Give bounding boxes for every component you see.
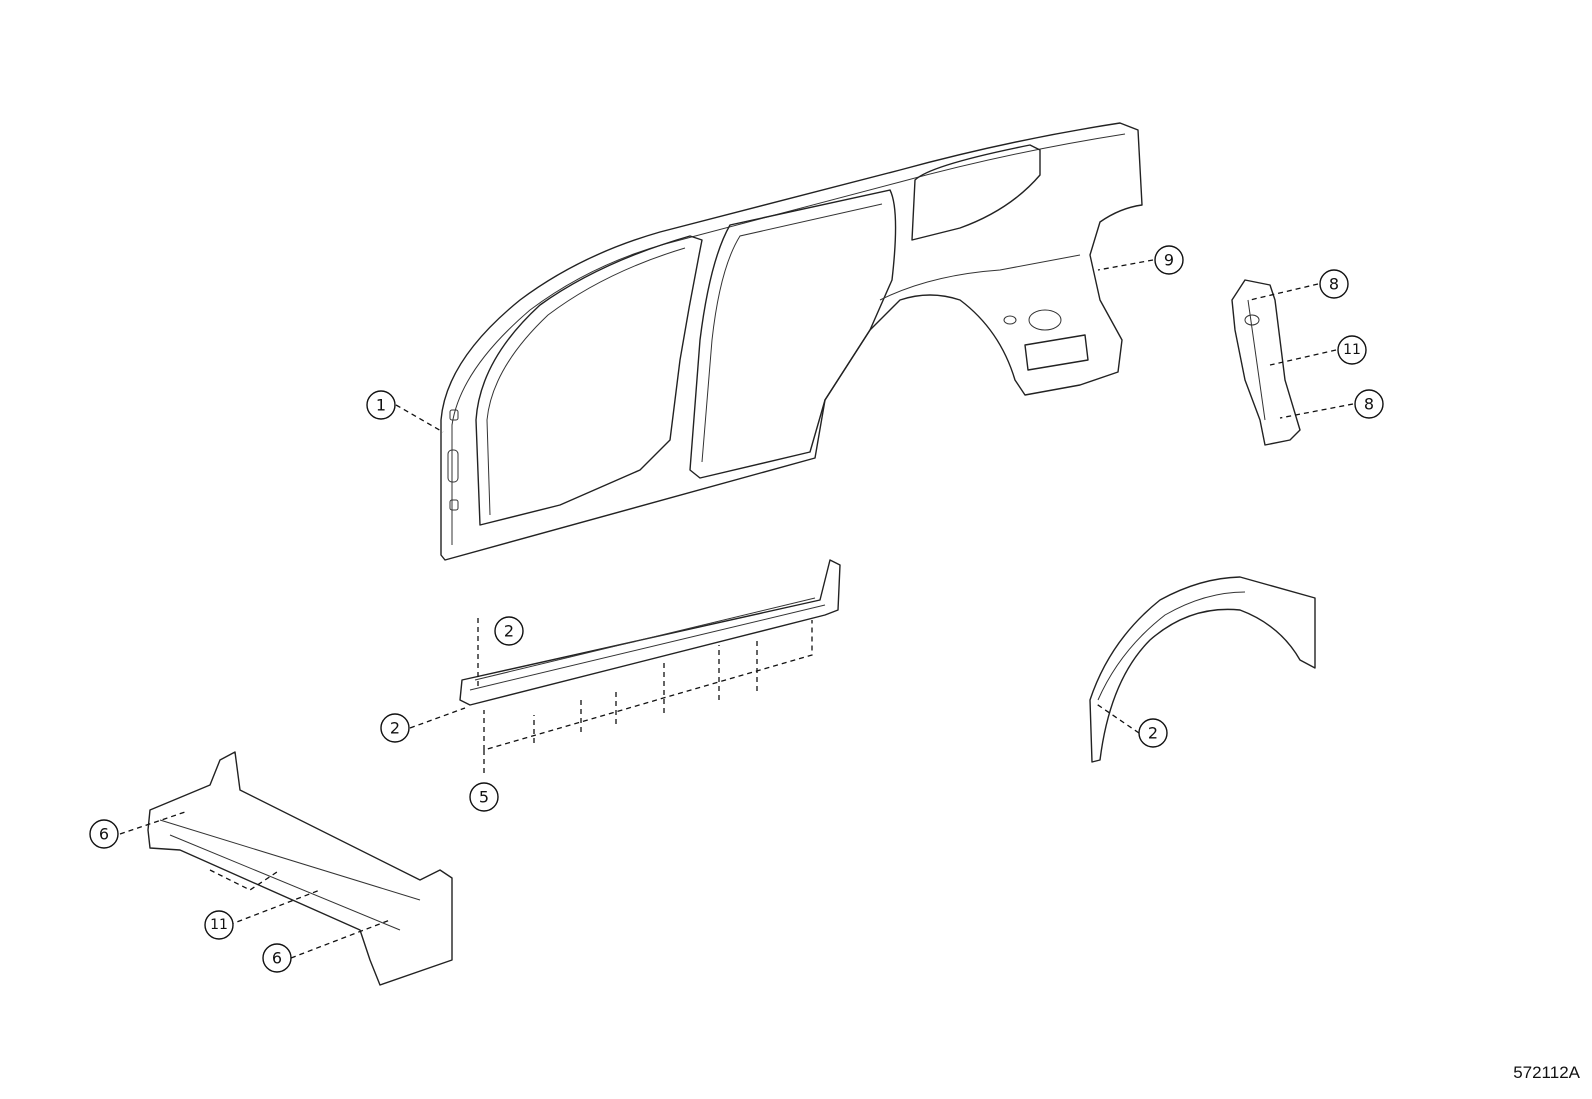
diagram-reference-code: 572112A	[1513, 1063, 1580, 1082]
callout-11-left: 11	[204, 910, 234, 940]
callout-2-top: 2	[494, 616, 524, 646]
callout-5: 5	[469, 782, 499, 812]
callout-6-left: 6	[89, 819, 119, 849]
leader-lines	[119, 259, 1354, 959]
rear-wheel-housing	[1089, 576, 1316, 763]
callout-label: 9	[1164, 251, 1174, 270]
quarter-inner-reinforcement	[1231, 279, 1301, 446]
callout-label: 2	[1148, 724, 1158, 743]
callout-8-top: 8	[1319, 269, 1349, 299]
callout-6-bottom: 6	[262, 943, 292, 973]
callout-label: 6	[272, 949, 282, 968]
cowl-crossmember	[147, 751, 453, 986]
callout-label: 11	[210, 917, 228, 933]
callout-label: 11	[1343, 342, 1361, 358]
callout-2-left: 2	[380, 713, 410, 743]
rocker-panel	[459, 559, 841, 706]
body-side-outer-panel	[440, 122, 1143, 561]
callout-11-right: 11	[1337, 335, 1367, 365]
callout-label: 5	[479, 788, 489, 807]
callout-label: 2	[504, 622, 514, 641]
callout-label: 6	[99, 825, 109, 844]
callout-2-wheel: 2	[1138, 718, 1168, 748]
callout-8-bottom: 8	[1354, 389, 1384, 419]
callout-label: 1	[376, 396, 386, 415]
callout-label: 8	[1329, 275, 1339, 294]
callout-label: 8	[1364, 395, 1374, 414]
callout-9: 9	[1154, 245, 1184, 275]
callout-1: 1	[366, 390, 396, 420]
callout-label: 2	[390, 719, 400, 738]
